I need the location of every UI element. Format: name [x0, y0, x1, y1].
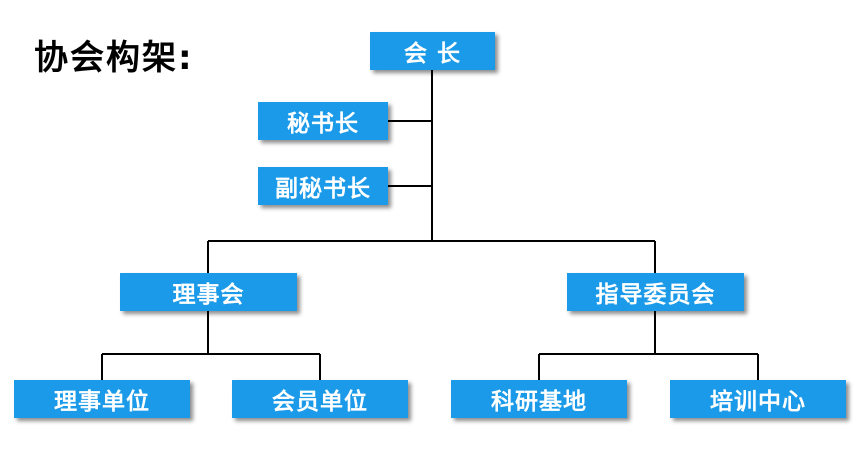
node-president-label: 会 长 [403, 41, 461, 67]
node-council: 理事会 [120, 273, 297, 311]
page-title: 协会构架: [34, 38, 194, 78]
node-research-base: 科研基地 [451, 380, 627, 418]
node-member-units-label: 会员单位 [272, 389, 368, 415]
node-training-center: 培训中心 [670, 380, 846, 418]
node-secretary-general-label: 秘书长 [287, 111, 359, 137]
node-deputy-secretary-general: 副秘书长 [258, 167, 388, 205]
node-president: 会 长 [370, 32, 495, 70]
node-council-units-label: 理事单位 [54, 389, 150, 415]
node-training-center-label: 培训中心 [710, 389, 806, 415]
node-research-base-label: 科研基地 [491, 389, 587, 415]
node-council-label: 理事会 [172, 282, 245, 308]
node-member-units: 会员单位 [232, 380, 408, 418]
node-guidance-committee: 指导委员会 [567, 273, 744, 311]
node-secretary-general: 秘书长 [258, 102, 388, 140]
node-deputy-secretary-general-label: 副秘书长 [275, 176, 371, 202]
node-council-units: 理事单位 [14, 380, 190, 418]
node-guidance-committee-label: 指导委员会 [595, 282, 716, 308]
